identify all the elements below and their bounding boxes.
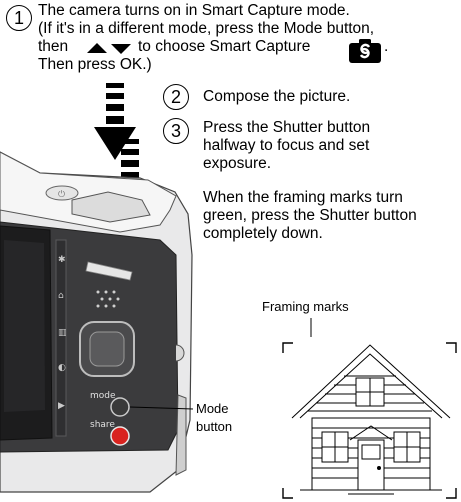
framing-marks-label: Framing marks xyxy=(262,299,349,314)
step-3-line-1: Press the Shutter button xyxy=(203,119,371,136)
step-1-number: 1 xyxy=(6,5,32,31)
step-2-number: 2 xyxy=(163,84,189,110)
step-3-line-2: halfway to focus and set xyxy=(203,137,370,154)
svg-text:◐: ◐ xyxy=(58,363,66,373)
step-1-line-3-pre: then xyxy=(38,38,69,55)
step-1-line-2: (If it's in a different mode, press the … xyxy=(38,20,375,37)
step-3-note-line-1: When the framing marks turn xyxy=(203,189,403,206)
step-1-line-3-end: . xyxy=(384,38,389,55)
step-3-note-line-2: green, press the Shutter button xyxy=(203,207,417,224)
step-1-line-1: The camera turns on in Smart Capture mod… xyxy=(38,2,350,19)
svg-text:✱: ✱ xyxy=(58,255,66,265)
mode-callout-line-1: Mode xyxy=(196,401,229,416)
svg-text:⌂: ⌂ xyxy=(58,291,64,301)
step-2-text: Compose the picture. xyxy=(203,88,351,105)
step-1-line-4: Then press OK.) xyxy=(38,56,152,73)
svg-text:▶: ▶ xyxy=(58,401,65,411)
step-1-line-3-post: to choose Smart Capture xyxy=(138,38,311,55)
smart-capture-camera-icon xyxy=(349,39,381,63)
step-3-line-3: exposure. xyxy=(203,155,272,172)
camera-mode-label: mode xyxy=(90,391,116,401)
step-3-note-line-3: completely down. xyxy=(203,225,323,242)
step-3-number: 3 xyxy=(163,118,189,144)
svg-text:▥: ▥ xyxy=(58,328,67,338)
svg-text:⏻: ⏻ xyxy=(58,189,65,200)
camera-share-label: share xyxy=(90,420,115,430)
mode-callout-line-2: button xyxy=(196,419,233,434)
